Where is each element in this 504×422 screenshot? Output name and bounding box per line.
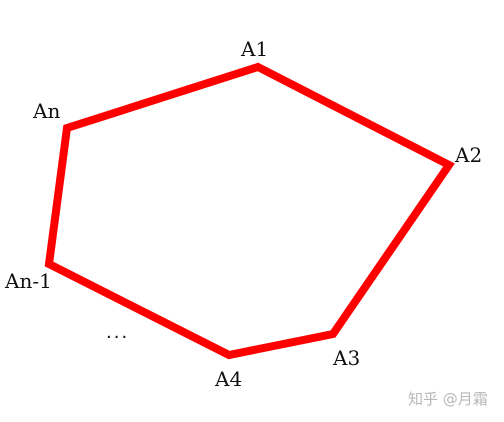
watermark: 知乎 @月霜 [408, 390, 488, 408]
vertex-label-an-1: An-1 [4, 269, 52, 293]
vertex-label-an: An [32, 99, 60, 123]
omitted-vertices-ellipsis: ... [106, 322, 129, 343]
vertex-label-a2: A2 [454, 143, 482, 167]
polygon-outline [44, 62, 455, 360]
vertex-label-a3: A3 [332, 346, 360, 370]
vertex-label-a4: A4 [214, 367, 242, 391]
vertex-label-a1: A1 [240, 37, 268, 61]
